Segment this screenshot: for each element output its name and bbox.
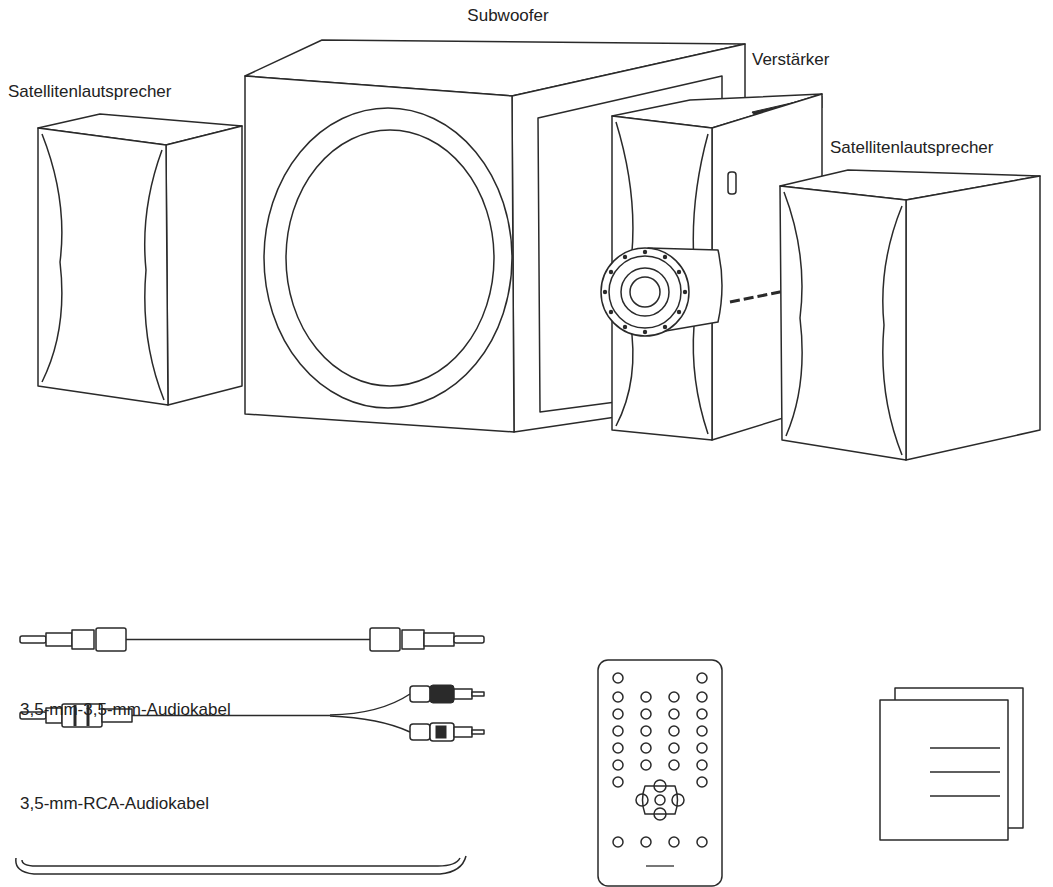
remote-control	[598, 660, 722, 886]
audio-cable-35	[20, 628, 484, 651]
satellite-speaker-left	[38, 114, 242, 405]
satellite-speaker-right	[780, 170, 1040, 460]
part-label: Satellitenlautsprecher	[8, 82, 171, 102]
power-cord	[16, 856, 466, 874]
part-label: Satellitenlautsprecher	[830, 138, 993, 158]
audio-cable-rca	[20, 685, 484, 741]
part-label: Verstärker	[752, 50, 829, 70]
part-label: 3,5-mm-RCA-Audiokabel	[20, 794, 209, 814]
part-label: 3,5-mm-3,5-mm-Audiokabel	[20, 700, 231, 720]
manual-sheets	[880, 688, 1023, 840]
part-label: Subwoofer	[467, 6, 548, 26]
